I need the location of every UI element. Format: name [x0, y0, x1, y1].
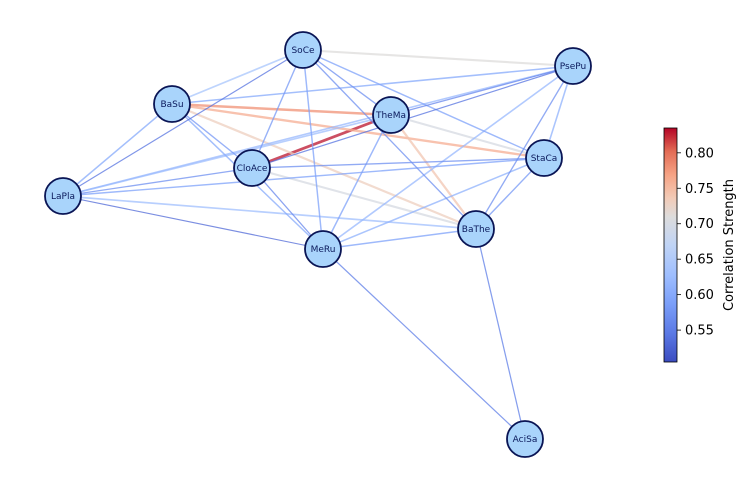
node-circle — [554, 47, 592, 85]
node-label: TheMa — [375, 111, 406, 121]
edge-LaPla-PsePu — [62, 65, 574, 197]
node-label: BaThe — [462, 225, 491, 235]
node-BaSu: BaSu — [153, 85, 191, 123]
edge-TheMa-BaThe — [390, 114, 477, 230]
edge-PsePu-BaThe — [475, 65, 574, 230]
edge-LaPla-MeRu — [62, 195, 324, 250]
colorbar-tick-label: 0.80 — [685, 146, 714, 161]
node-label: CloAce — [237, 164, 268, 174]
node-LaPla: LaPla — [44, 177, 82, 215]
edge-MeRu-StaCa — [322, 157, 545, 250]
edge-MeRu-AciSa — [322, 248, 526, 440]
edge-BaSu-StaCa — [171, 102, 545, 160]
colorbar-tick-label: 0.75 — [685, 182, 714, 197]
colorbar-tick-label: 0.60 — [685, 288, 714, 303]
node-circle — [44, 177, 82, 215]
edge-LaPla-StaCa — [62, 157, 545, 197]
edge-SoCe-MeRu — [302, 49, 324, 250]
node-label: MeRu — [311, 245, 336, 255]
node-TheMa: TheMa — [372, 96, 410, 134]
colorbar-tick-label: 0.70 — [685, 217, 714, 232]
edge-SoCe-BaSu — [171, 49, 304, 105]
edge-TheMa-CloAce — [251, 113, 392, 170]
colorbar-gradient — [663, 127, 678, 363]
colorbar-tick-label: 0.55 — [685, 324, 714, 339]
node-BaThe: BaThe — [457, 210, 495, 248]
edge-BaThe-AciSa — [475, 228, 526, 440]
edge-PsePu-MeRu — [322, 65, 574, 250]
edge-LaPla-SoCe — [62, 49, 304, 197]
node-CloAce: CloAce — [233, 149, 271, 187]
edge-LaPla-BaThe — [62, 195, 477, 230]
edge-TheMa-MeRu — [322, 114, 392, 250]
node-label: BaSu — [160, 100, 183, 110]
node-MeRu: MeRu — [304, 230, 342, 268]
node-label: LaPla — [51, 192, 75, 202]
edge-TheMa-StaCa — [390, 114, 545, 159]
edge-SoCe-CloAce — [251, 49, 304, 169]
edge-LaPla-BaSu — [62, 103, 173, 197]
node-AciSa: AciSa — [506, 420, 544, 458]
edge-BaSu-TheMa — [171, 102, 392, 117]
edge-SoCe-PsePu — [302, 48, 574, 68]
edge-MeRu-BaThe — [322, 228, 477, 250]
node-circle — [304, 230, 342, 268]
node-circle — [506, 420, 544, 458]
colorbar-ticks: 0.55 0.60 0.65 0.70 0.75 0.80 — [677, 146, 714, 339]
edge-BaSu-BaThe — [171, 102, 477, 231]
edge-SoCe-StaCa — [302, 49, 545, 159]
node-StaCa: StaCa — [525, 139, 563, 177]
node-circle — [525, 139, 563, 177]
node-circle — [284, 31, 322, 69]
edge-BaSu-PsePu — [171, 65, 574, 105]
node-label: StaCa — [531, 154, 558, 164]
edge-CloAce-StaCa — [251, 157, 545, 169]
edge-SoCe-BaThe — [302, 49, 477, 230]
node-PsePu: PsePu — [554, 47, 592, 85]
node-circle — [153, 85, 191, 123]
node-label: AciSa — [513, 435, 538, 445]
edge-TheMa-PsePu — [390, 65, 574, 116]
colorbar-title: Correlation Strength — [722, 179, 737, 311]
node-label: PsePu — [560, 62, 586, 72]
colorbar-tick-label: 0.65 — [685, 253, 714, 268]
node-circle — [457, 210, 495, 248]
edge-LaPla-CloAce — [62, 167, 253, 197]
node-SoCe: SoCe — [284, 31, 322, 69]
node-circle — [233, 149, 271, 187]
colorbar: 0.55 0.60 0.65 0.70 0.75 0.80 Correlation Str… — [663, 127, 737, 363]
edge-CloAce-PsePu — [251, 65, 574, 169]
node-circle — [372, 96, 410, 134]
node-label: SoCe — [291, 46, 315, 56]
